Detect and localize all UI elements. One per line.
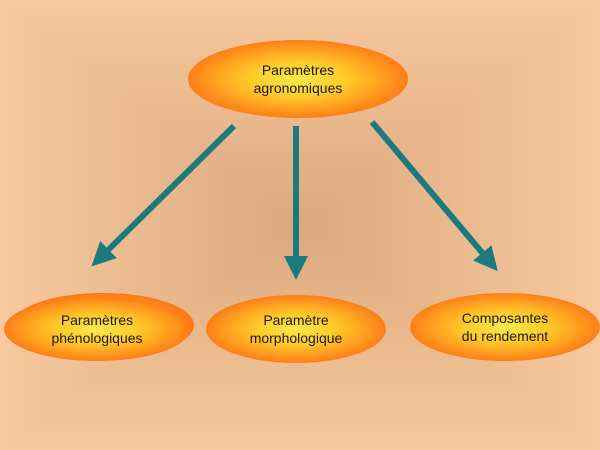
node-label: Paramètres phénologiques	[51, 312, 143, 346]
node-agronomic-parameters: Paramètres agronomiques	[188, 40, 408, 118]
arrow-to-yield-components	[369, 120, 498, 272]
node-morphological-parameter: Paramètre morphologique	[206, 295, 386, 363]
node-label: Paramètre morphologique	[249, 312, 343, 346]
node-phenological-parameters: Paramètres phénologiques	[4, 297, 190, 361]
node-yield-components: Composantes du rendement	[410, 293, 600, 361]
node-label: Composantes du rendement	[461, 310, 549, 344]
node-label: Paramètres agronomiques	[253, 62, 343, 96]
arrow-to-phenological	[91, 123, 237, 267]
